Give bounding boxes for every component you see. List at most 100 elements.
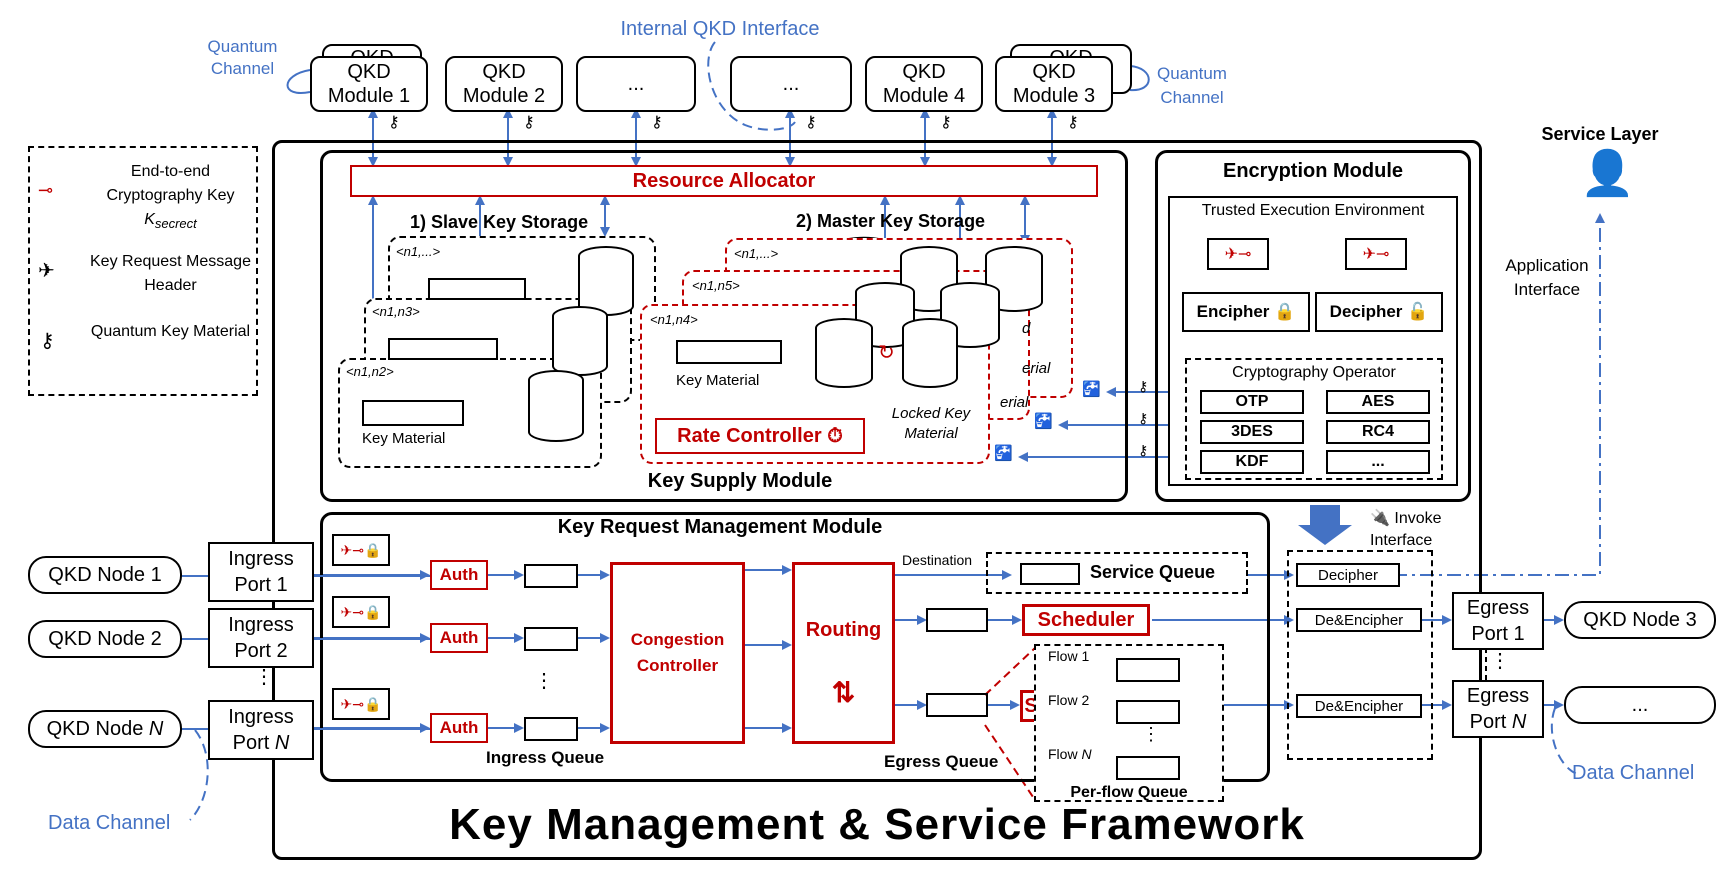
- master-queue: [676, 340, 782, 364]
- auth-block-1[interactable]: Auth: [430, 560, 488, 590]
- qkd-module-3[interactable]: QKD Module 3: [995, 56, 1113, 112]
- invoke-de-encipher-2[interactable]: De&Encipher: [1296, 694, 1422, 718]
- quantum-key-icon: ⚷: [1138, 442, 1149, 458]
- ingress-queue-1: [524, 564, 578, 588]
- slave-storage-cylinder: [528, 370, 584, 442]
- flow-2-label: Flow 2: [1048, 692, 1090, 708]
- key-request-icon: ✈: [38, 260, 55, 282]
- internal-interface-curve: [707, 41, 796, 131]
- egress-queue-1: [926, 608, 988, 632]
- auth-block-n[interactable]: Auth: [430, 713, 488, 743]
- pair-label: <n1,n5>: [692, 278, 740, 293]
- slave-queue-2: [388, 338, 498, 360]
- qkd-module-dots-2[interactable]: ...: [730, 56, 852, 112]
- legend-e2e-key: End-to-end Cryptography Key Ksecrect: [106, 163, 235, 232]
- invoke-de-encipher-1[interactable]: De&Encipher: [1296, 608, 1422, 632]
- slave-storage-cylinder: [552, 306, 608, 376]
- quantum-key-icon: ⚷: [1067, 114, 1079, 131]
- invoke-decipher[interactable]: Decipher: [1296, 563, 1400, 587]
- quantum-key-icon: ⚷: [523, 114, 535, 131]
- encipher-block[interactable]: Encipher 🔒: [1182, 292, 1310, 332]
- algo-kdf[interactable]: KDF: [1200, 450, 1304, 474]
- quantum-key-icon: ⚷: [388, 114, 400, 131]
- flow-1-queue: [1116, 658, 1180, 682]
- ingress-link: [314, 728, 430, 730]
- qkd-module-2[interactable]: QKD Module 2: [445, 56, 563, 112]
- lock-cycle-icon: ↻: [878, 342, 895, 364]
- qkd-node-more[interactable]: ...: [1564, 686, 1716, 724]
- partial-label: erial: [1022, 360, 1051, 377]
- algo-aes[interactable]: AES: [1326, 390, 1430, 414]
- qkd-module-dots-1[interactable]: ...: [576, 56, 696, 112]
- master-storage-cylinder: [985, 246, 1043, 312]
- lock-icon: 🔒: [1274, 302, 1296, 321]
- qkd-node-3[interactable]: QKD Node 3: [1564, 601, 1716, 639]
- key-supply-module: [320, 150, 1128, 502]
- faucet-icon: 🚰: [1082, 381, 1101, 398]
- service-queue-box: [986, 552, 1248, 594]
- master-storage-title: 2) Master Key Storage: [796, 211, 986, 231]
- service-queue: [1020, 563, 1080, 585]
- pair-label: <n1,n2>: [346, 364, 394, 379]
- vertical-ellipsis: ⋮: [254, 666, 274, 688]
- quantum-key-icon: ⚷: [940, 114, 952, 131]
- routing-block[interactable]: Routing⇅: [792, 562, 895, 744]
- invoke-interface-label: 🔌 Invoke Interface: [1370, 510, 1442, 549]
- algo-otp[interactable]: OTP: [1200, 390, 1304, 414]
- tee-output-slot: ✈⊸: [1345, 238, 1407, 270]
- crypto-operator-title: Cryptography Operator: [1232, 364, 1396, 381]
- scheduler[interactable]: Scheduler: [1022, 604, 1150, 636]
- quantum-channel-loop-left: [286, 69, 311, 94]
- partial-label: erial: [1000, 394, 1029, 411]
- request-message-card: ✈⊸🔒: [332, 596, 390, 628]
- quantum-channel-right-label: Quantum Channel: [1157, 64, 1227, 107]
- qkd-node-2[interactable]: QKD Node 2: [28, 620, 182, 658]
- legend-key-request: Key Request Message Header: [90, 253, 251, 294]
- encryption-module: [1155, 150, 1471, 502]
- auth-block-2[interactable]: Auth: [430, 623, 488, 653]
- vertical-ellipsis: ⋮: [1490, 650, 1510, 672]
- plug-icon: 🔌: [1370, 510, 1390, 527]
- algo-rc4[interactable]: RC4: [1326, 420, 1430, 444]
- ingress-link: [314, 575, 430, 577]
- quantum-channel-loop-right: [1129, 65, 1150, 92]
- encryption-title: Encryption Module: [1223, 160, 1403, 182]
- egress-zoom-lines: [984, 647, 1036, 801]
- ingress-queue-n: [524, 717, 578, 741]
- algo-more[interactable]: ...: [1326, 450, 1430, 474]
- pair-label: <n1,...>: [734, 246, 779, 261]
- ingress-link: [314, 638, 430, 640]
- add-user-icon: 👤: [1580, 149, 1635, 198]
- key-supply-title: Key Supply Module: [647, 470, 833, 492]
- node-link: [182, 728, 208, 730]
- routing-icon: ⇅: [831, 677, 856, 708]
- framework-container: [272, 140, 1482, 860]
- qkd-module-1[interactable]: QKD Module 1: [310, 56, 428, 112]
- service-queue-label: Service Queue: [1090, 562, 1216, 582]
- application-interface-label: Application Interface: [1505, 256, 1589, 299]
- slave-queue-1: [362, 400, 464, 426]
- partial-label: d: [1022, 320, 1031, 337]
- framework-title: Key Management & Service Framework: [449, 800, 1305, 849]
- rate-controller[interactable]: Rate Controller ⏱: [655, 418, 865, 454]
- algo-3des[interactable]: 3DES: [1200, 420, 1304, 444]
- e2e-key-icon: ⊸: [38, 180, 54, 200]
- resource-allocator[interactable]: Resource Allocator: [350, 165, 1098, 197]
- data-channel-right-label: Data Channel: [1572, 762, 1695, 784]
- invoke-interface-box: [1287, 550, 1433, 760]
- qkd-node-1[interactable]: QKD Node 1: [28, 556, 182, 594]
- qkd-module-4[interactable]: QKD Module 4: [865, 56, 983, 112]
- vertical-ellipsis: ⋮: [534, 670, 554, 692]
- data-channel-curve-right: [1550, 707, 1581, 776]
- faucet-icon: 🚰: [1034, 413, 1053, 430]
- qkd-node-n[interactable]: QKD Node N: [28, 710, 182, 748]
- destination-label: Destination: [902, 552, 973, 568]
- congestion-controller[interactable]: Congestion Controller: [610, 562, 745, 744]
- decipher-block[interactable]: Decipher 🔓: [1315, 292, 1443, 332]
- tee-input-slot: ✈⊸: [1207, 238, 1269, 270]
